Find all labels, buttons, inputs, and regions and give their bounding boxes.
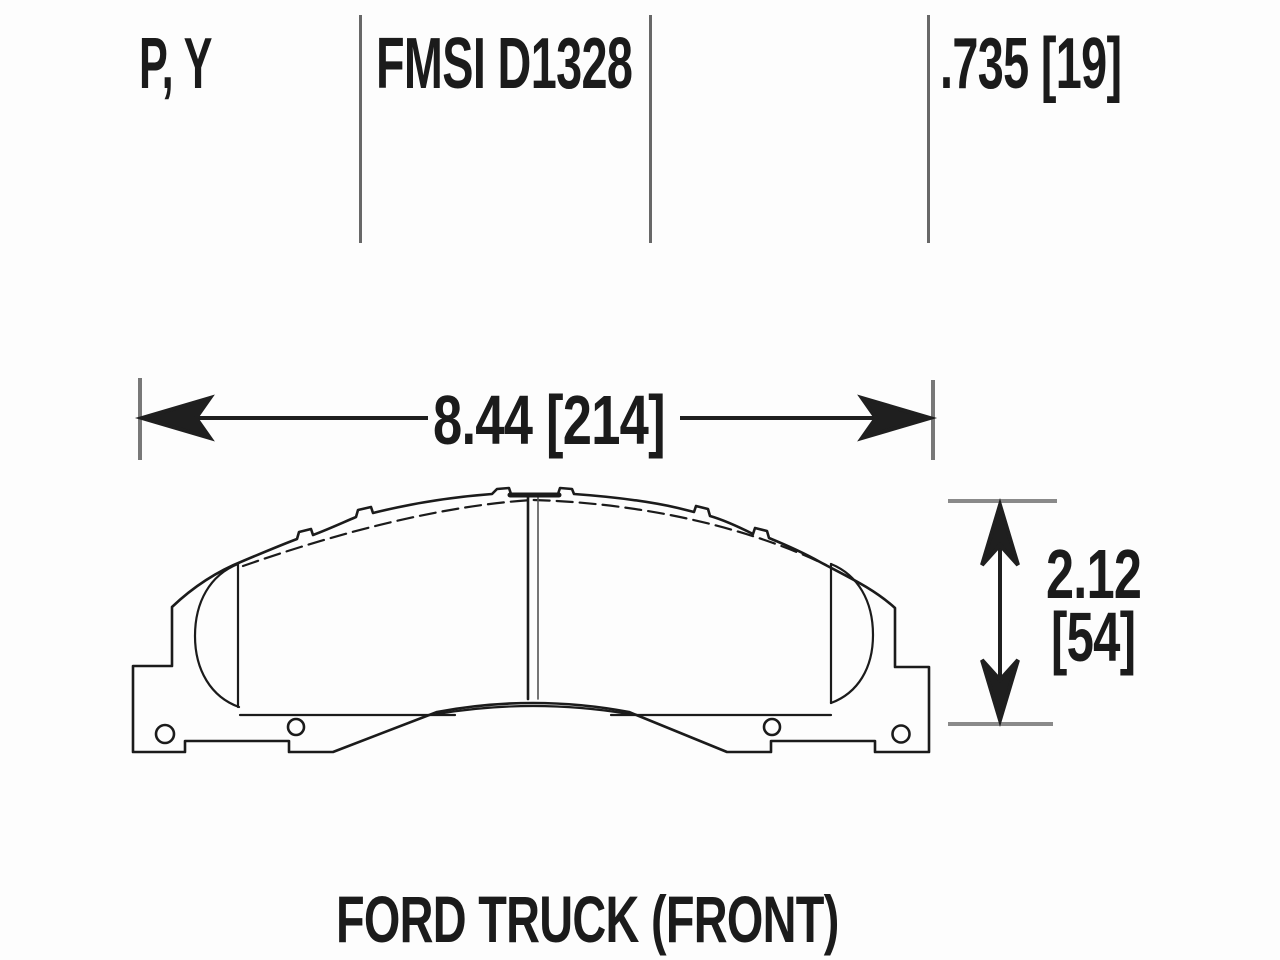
fmsi-number-label: FMSI D1328	[376, 24, 633, 104]
spec-divider-line-1	[359, 15, 362, 243]
backing-plate-outline	[131, 486, 931, 754]
center-slot	[507, 492, 562, 701]
arrow-down-icon	[980, 658, 1020, 727]
arrow-right-icon	[857, 394, 938, 442]
arrow-up-icon	[980, 498, 1020, 567]
hole-right-inner	[762, 717, 782, 737]
pad-codes-label: P, Y	[139, 24, 212, 104]
height-dimension-inches-label: 2.12	[1046, 535, 1142, 613]
pad-thickness-label: .735 [19]	[940, 24, 1122, 104]
spec-divider-line-2	[649, 15, 652, 243]
width-dimension-arrow	[134, 394, 938, 442]
drawing-title: FORD TRUCK (FRONT)	[336, 882, 839, 956]
hole-left-ear	[154, 723, 176, 745]
hole-right-ear	[891, 724, 911, 744]
height-dimension-arrow	[980, 498, 1020, 727]
attachment-holes	[154, 717, 911, 745]
width-dimension-label: 8.44 [214]	[433, 381, 666, 459]
arrow-left-icon	[134, 394, 215, 442]
height-dimension-mm-label: [54]	[1051, 598, 1136, 676]
hole-left-inner	[286, 717, 306, 737]
friction-material-outline	[193, 498, 875, 717]
spec-divider-line-3	[927, 15, 930, 243]
